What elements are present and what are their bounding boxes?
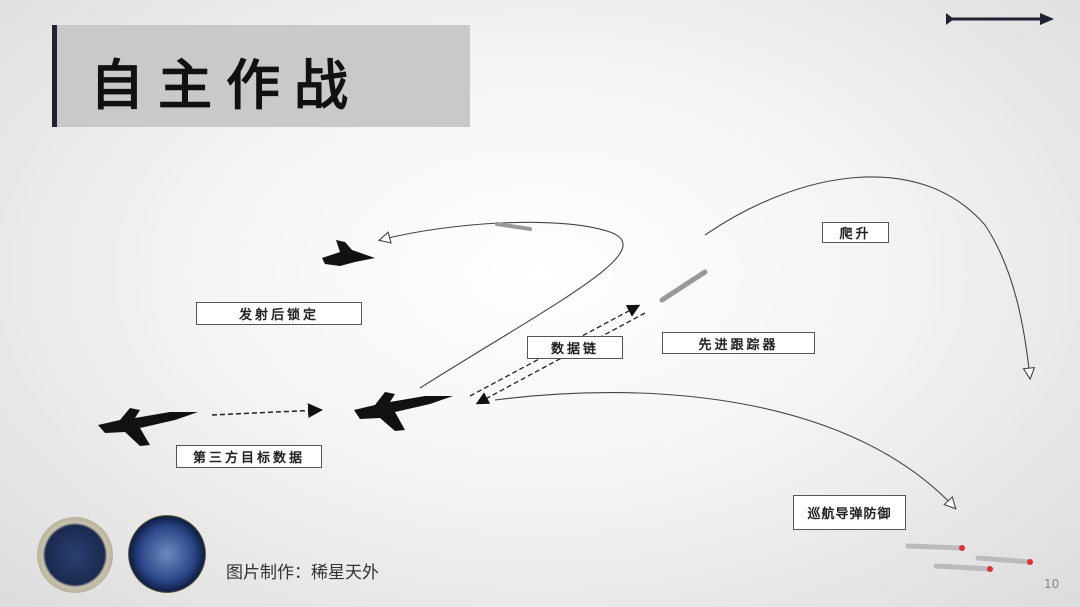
third-party-data-arrow bbox=[211, 403, 323, 419]
label-datalink: 数据链 bbox=[527, 336, 623, 359]
label-advanced-seeker: 先进跟踪器 bbox=[662, 332, 815, 354]
cruise-missiles-icon bbox=[905, 543, 1033, 572]
title-box: 自主作战 bbox=[52, 25, 470, 127]
label-cruise-missile-defense: 巡航导弹防御 bbox=[793, 495, 906, 530]
label-climb: 爬升 bbox=[822, 222, 889, 243]
seal-logo-right bbox=[128, 515, 206, 593]
cruise-defense-trajectory bbox=[494, 392, 955, 508]
launch-jet-icon bbox=[354, 392, 453, 431]
image-credit: 图片制作：稀星天外 bbox=[226, 563, 379, 583]
page-number: 10 bbox=[1044, 577, 1060, 591]
third-party-jet-icon bbox=[98, 408, 198, 446]
arrow-decoration-icon bbox=[946, 13, 1054, 25]
seal-logo-left bbox=[37, 517, 113, 593]
climb-trajectory bbox=[704, 176, 1030, 378]
missile-top-icon bbox=[495, 222, 532, 231]
label-fire-and-forget: 发射后锁定 bbox=[196, 302, 362, 325]
enemy-jet-icon bbox=[322, 240, 375, 266]
fire-and-forget-trajectory bbox=[380, 221, 624, 389]
label-third-party-target-data: 第三方目标数据 bbox=[176, 445, 322, 468]
missile-climbing-icon bbox=[659, 269, 708, 303]
title-accent-bar bbox=[52, 25, 57, 127]
page-title: 自主作战 bbox=[90, 54, 362, 117]
